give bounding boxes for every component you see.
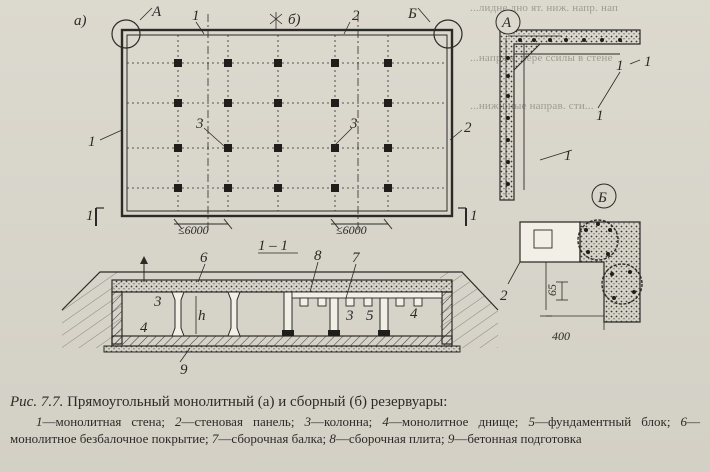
callout-circle-a [111, 19, 141, 49]
dimension-400: 400 [552, 329, 570, 343]
plan-number: 2 [352, 8, 360, 24]
plan-number: 1 [88, 134, 96, 150]
section-number: 9 [180, 362, 188, 378]
section-number: 3 [153, 294, 162, 310]
part-label-a: а) [74, 13, 87, 29]
legend-num: 5 [528, 414, 535, 429]
section-number: 4 [140, 320, 148, 336]
section-number: 4 [410, 306, 418, 322]
plan-number: 1 [192, 8, 200, 24]
section-view [61, 256, 499, 363]
legend-text: бетонная подготовка [467, 431, 582, 446]
detail-label-b: Б [597, 190, 607, 206]
legend-num: 8 [329, 431, 336, 446]
dimension-65: 65 [545, 284, 559, 296]
legend-num: 2 [175, 414, 182, 429]
plan-view [95, 7, 467, 232]
plan-number: 2 [464, 120, 472, 136]
wall-inner-line [126, 34, 448, 212]
detail-number: 1 [616, 58, 624, 74]
detail-number: 1 [644, 54, 652, 70]
detail-label-a: А [501, 15, 512, 31]
legend-num: 3 [304, 414, 312, 429]
foundation-blocks [282, 330, 390, 336]
section-mark: 1 [470, 208, 478, 224]
legend-text: монолитное безбалочное покрытие; [10, 431, 209, 446]
figure-caption: Рис. 7.7. Прямоугольный монолитный (а) и… [10, 392, 700, 412]
detail-b [507, 183, 643, 330]
callout-circle-b [433, 19, 463, 49]
part-label-b: б) [288, 12, 301, 28]
legend-num: 6 [680, 414, 688, 429]
figure-number: Рис. 7.7. [10, 394, 64, 410]
legend-num: 9 [447, 431, 455, 446]
precast-beams [291, 291, 443, 307]
legend-text: сборочная плита; [348, 431, 445, 446]
legend-num: 7 [211, 431, 219, 446]
reservoir-drawing: а) б) А Б 1 2 1 2 3 3 1 1 ≤6000 ≤6000 1 … [61, 4, 652, 378]
section-number: 6 [200, 250, 208, 266]
legend-num: 1 [36, 414, 43, 429]
detail-number: 1 [596, 108, 604, 124]
dimension-h: h [198, 308, 206, 324]
detail-a [495, 9, 641, 201]
detail-number: 2 [500, 288, 508, 304]
plan-number: 3 [349, 116, 358, 132]
wall-outline [120, 28, 454, 218]
detail-b-circle [591, 183, 617, 209]
section-number: 5 [366, 308, 374, 324]
section-title: 1 – 1 [258, 238, 288, 254]
detail-number: 1 [564, 148, 572, 164]
figure-legend: 1—монолитная стена; 2—стеновая панель; 3… [10, 414, 701, 446]
legend-num: 4 [382, 414, 389, 429]
section-mark: 1 [86, 208, 94, 224]
section-number: 8 [314, 248, 322, 264]
dimension-span-right: ≤6000 [336, 223, 367, 237]
plan-number: 3 [195, 116, 204, 132]
callout-label-b: Б [407, 6, 417, 22]
legend-text: стеновая панель; [194, 414, 295, 429]
column-grid [127, 35, 447, 211]
concrete-prep [103, 345, 461, 353]
legend-text: монолитная стена; [55, 414, 165, 429]
bottom-slab [111, 335, 453, 347]
legend-text: фундаментный блок; [547, 414, 671, 429]
section-number: 7 [352, 250, 361, 266]
section-number: 3 [345, 308, 354, 324]
callout-label-a: А [151, 4, 162, 20]
cover-slab [111, 279, 453, 293]
dimension-span-left: ≤6000 [178, 223, 209, 237]
columns [174, 59, 392, 192]
legend-text: колонна; [324, 414, 373, 429]
figure-title: Прямоугольный монолитный (а) и сборный (… [67, 394, 448, 410]
legend-text: сборочная балка; [231, 431, 327, 446]
legend-text: монолитное днище; [401, 414, 519, 429]
